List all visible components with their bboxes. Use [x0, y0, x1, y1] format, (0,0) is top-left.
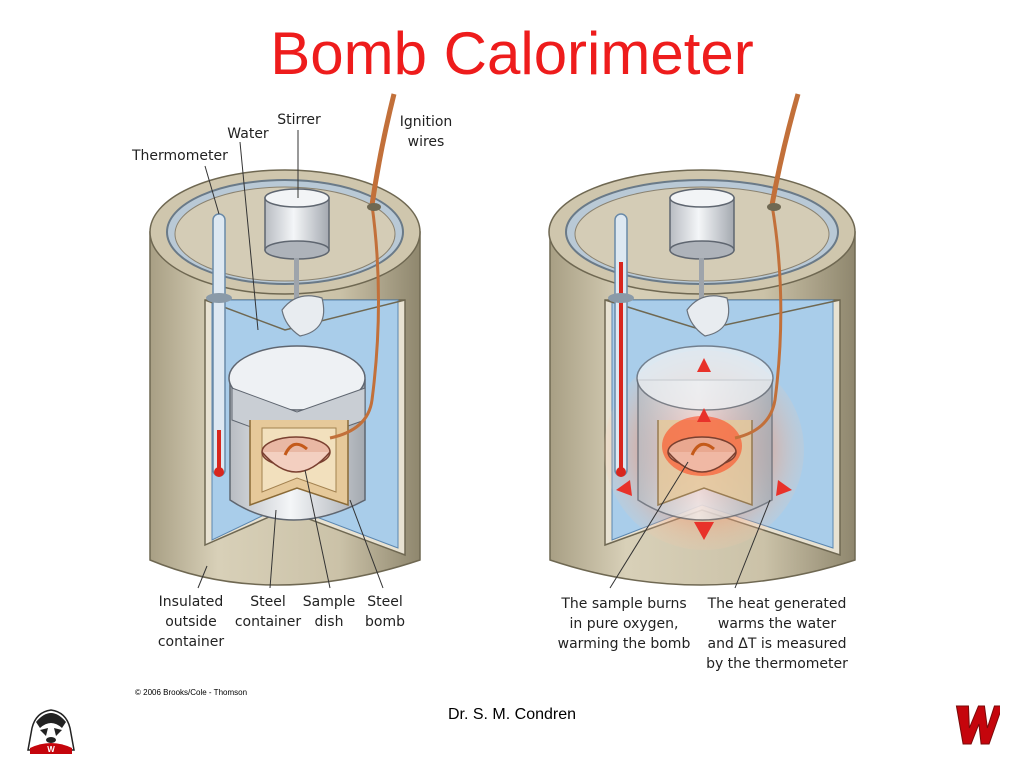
badger-mascot-icon: W [22, 698, 80, 754]
label-stirrer: Stirrer [277, 112, 321, 128]
stirrer [669, 188, 735, 337]
label-thermometer: Thermometer [132, 148, 228, 164]
svg-text:W: W [47, 745, 55, 754]
leader-lines [197, 130, 771, 589]
footer-author: Dr. S. M. Condren [447, 706, 577, 723]
label-steel-container: Steel container [234, 594, 302, 630]
label-sample-burns: The sample burns in pure oxygen, warming… [557, 596, 691, 652]
thermometer [206, 213, 232, 477]
copyright-note: © 2006 Brooks/Cole - Thomson [135, 688, 248, 697]
slide-title: Bomb Calorimeter [270, 20, 754, 87]
label-water: Water [227, 126, 269, 142]
thermometer [608, 213, 634, 477]
label-insulated-outside-container: Insulated outside container [157, 594, 225, 650]
ignition-wires [369, 93, 397, 206]
w-logo-icon [955, 705, 1000, 745]
label-ignition-wires: Ignition wires [399, 114, 453, 150]
label-heat-generated: The heat generated warms the water and Δ… [706, 596, 848, 672]
ignition-wires [769, 93, 801, 206]
stirrer [264, 188, 330, 337]
right-calorimeter [548, 93, 856, 586]
left-calorimeter [149, 93, 421, 586]
label-steel-bomb: Steel bomb [365, 594, 405, 630]
heat-arrows [616, 358, 792, 540]
label-sample-dish: Sample dish [302, 594, 356, 630]
